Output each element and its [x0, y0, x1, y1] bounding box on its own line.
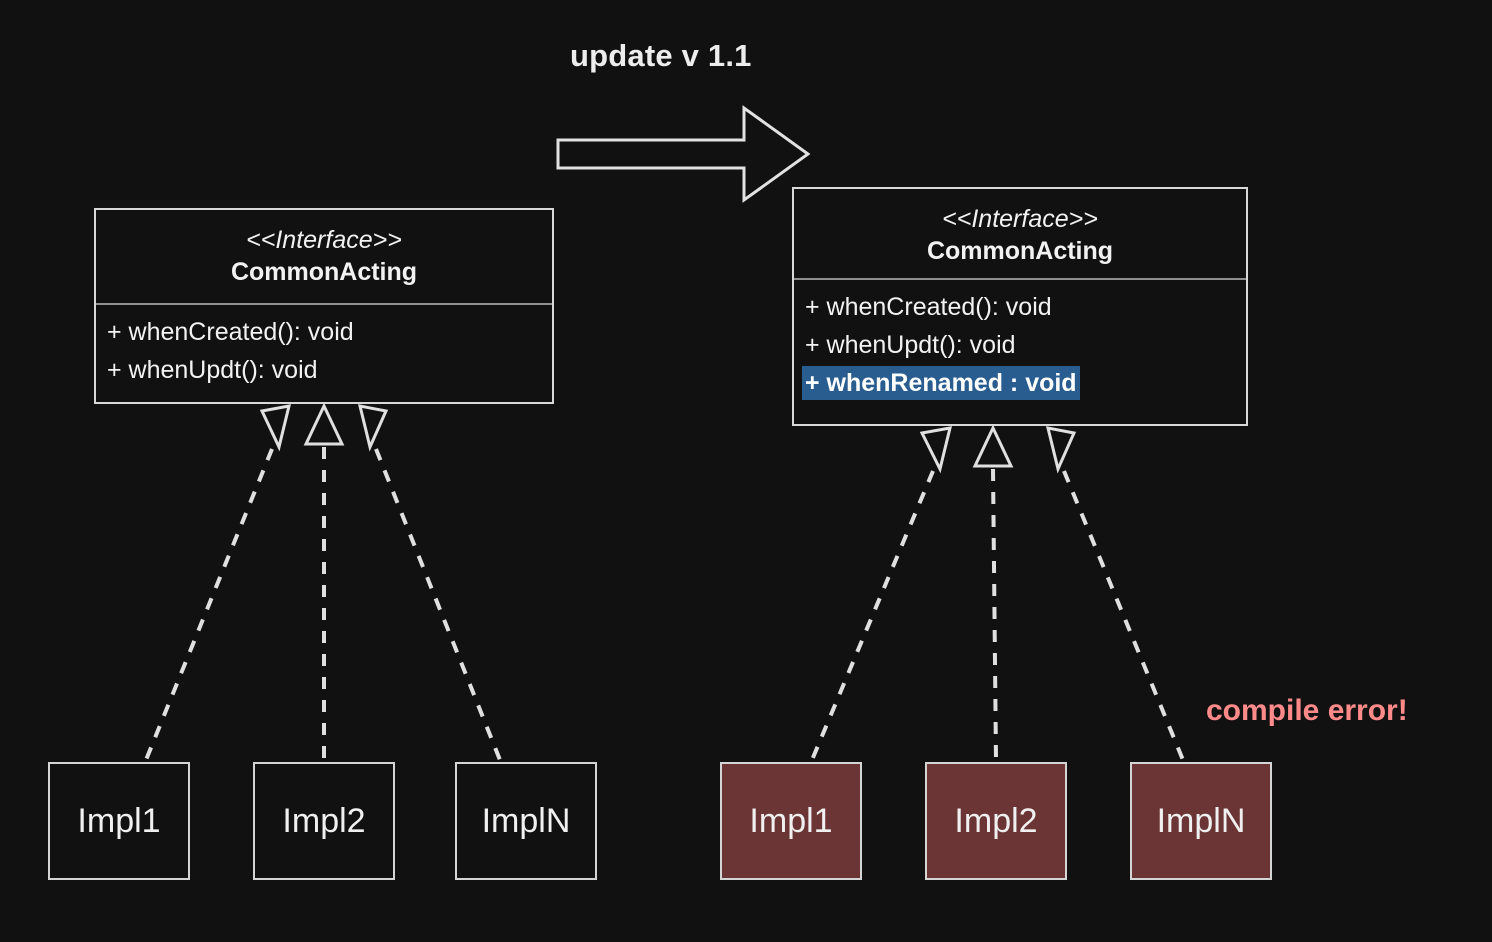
- realization-triangle: [357, 404, 389, 452]
- impl-label: Impl1: [749, 802, 833, 840]
- member-when-created[interactable]: + whenCreated(): void: [107, 318, 354, 346]
- interface-members-after: + whenCreated(): void + whenUpdt(): void…: [794, 280, 1246, 404]
- impl-box-before-3[interactable]: ImplN: [455, 762, 597, 880]
- impl-label: Impl1: [77, 802, 161, 840]
- realization-triangle: [259, 404, 292, 452]
- stereotype-label: <<Interface>>: [246, 226, 402, 254]
- member-when-renamed-selected[interactable]: + whenRenamed : void: [802, 366, 1080, 400]
- compile-error-annotation: compile error!: [1206, 694, 1408, 727]
- realization-triangle: [972, 424, 1014, 468]
- interface-header-before: <<Interface>> CommonActing: [96, 210, 552, 305]
- class-name-label: CommonActing: [926, 237, 1114, 265]
- impl-box-after-1[interactable]: Impl1: [720, 762, 862, 880]
- interface-box-before[interactable]: <<Interface>> CommonActing + whenCreated…: [94, 208, 554, 404]
- class-name-label: CommonActing: [230, 258, 418, 286]
- impl-label: Impl2: [954, 802, 1038, 840]
- member-row: + whenRenamed : void: [802, 366, 1246, 404]
- realization-triangle: [919, 426, 953, 474]
- impl-box-after-3[interactable]: ImplN: [1130, 762, 1272, 880]
- impl-label: ImplN: [1156, 802, 1246, 840]
- update-arrow-icon: [556, 105, 810, 203]
- member-row: + whenUpdt(): void: [104, 353, 552, 391]
- realization-line: [810, 470, 935, 761]
- interface-members-before: + whenCreated(): void + whenUpdt(): void: [96, 305, 552, 391]
- impl-label: Impl2: [282, 802, 366, 840]
- update-caption: update v 1.1: [570, 38, 752, 73]
- member-row: + whenCreated(): void: [104, 315, 552, 353]
- impl-box-after-2[interactable]: Impl2: [925, 762, 1067, 880]
- member-when-updt[interactable]: + whenUpdt(): void: [107, 356, 318, 384]
- realization-line: [991, 468, 998, 761]
- realization-line: [1062, 470, 1185, 761]
- interface-box-after[interactable]: <<Interface>> CommonActing + whenCreated…: [792, 187, 1248, 426]
- realization-triangle: [303, 402, 345, 446]
- impl-box-before-1[interactable]: Impl1: [48, 762, 190, 880]
- member-when-created[interactable]: + whenCreated(): void: [805, 293, 1052, 321]
- realization-line: [374, 448, 502, 761]
- impl-label: ImplN: [481, 802, 571, 840]
- stereotype-label: <<Interface>>: [942, 205, 1098, 233]
- member-when-updt[interactable]: + whenUpdt(): void: [805, 331, 1016, 359]
- realization-triangle: [1045, 426, 1077, 474]
- impl-box-before-2[interactable]: Impl2: [253, 762, 395, 880]
- member-row: + whenCreated(): void: [802, 290, 1246, 328]
- realization-line: [144, 448, 274, 761]
- interface-header-after: <<Interface>> CommonActing: [794, 189, 1246, 280]
- member-row: + whenUpdt(): void: [802, 328, 1246, 366]
